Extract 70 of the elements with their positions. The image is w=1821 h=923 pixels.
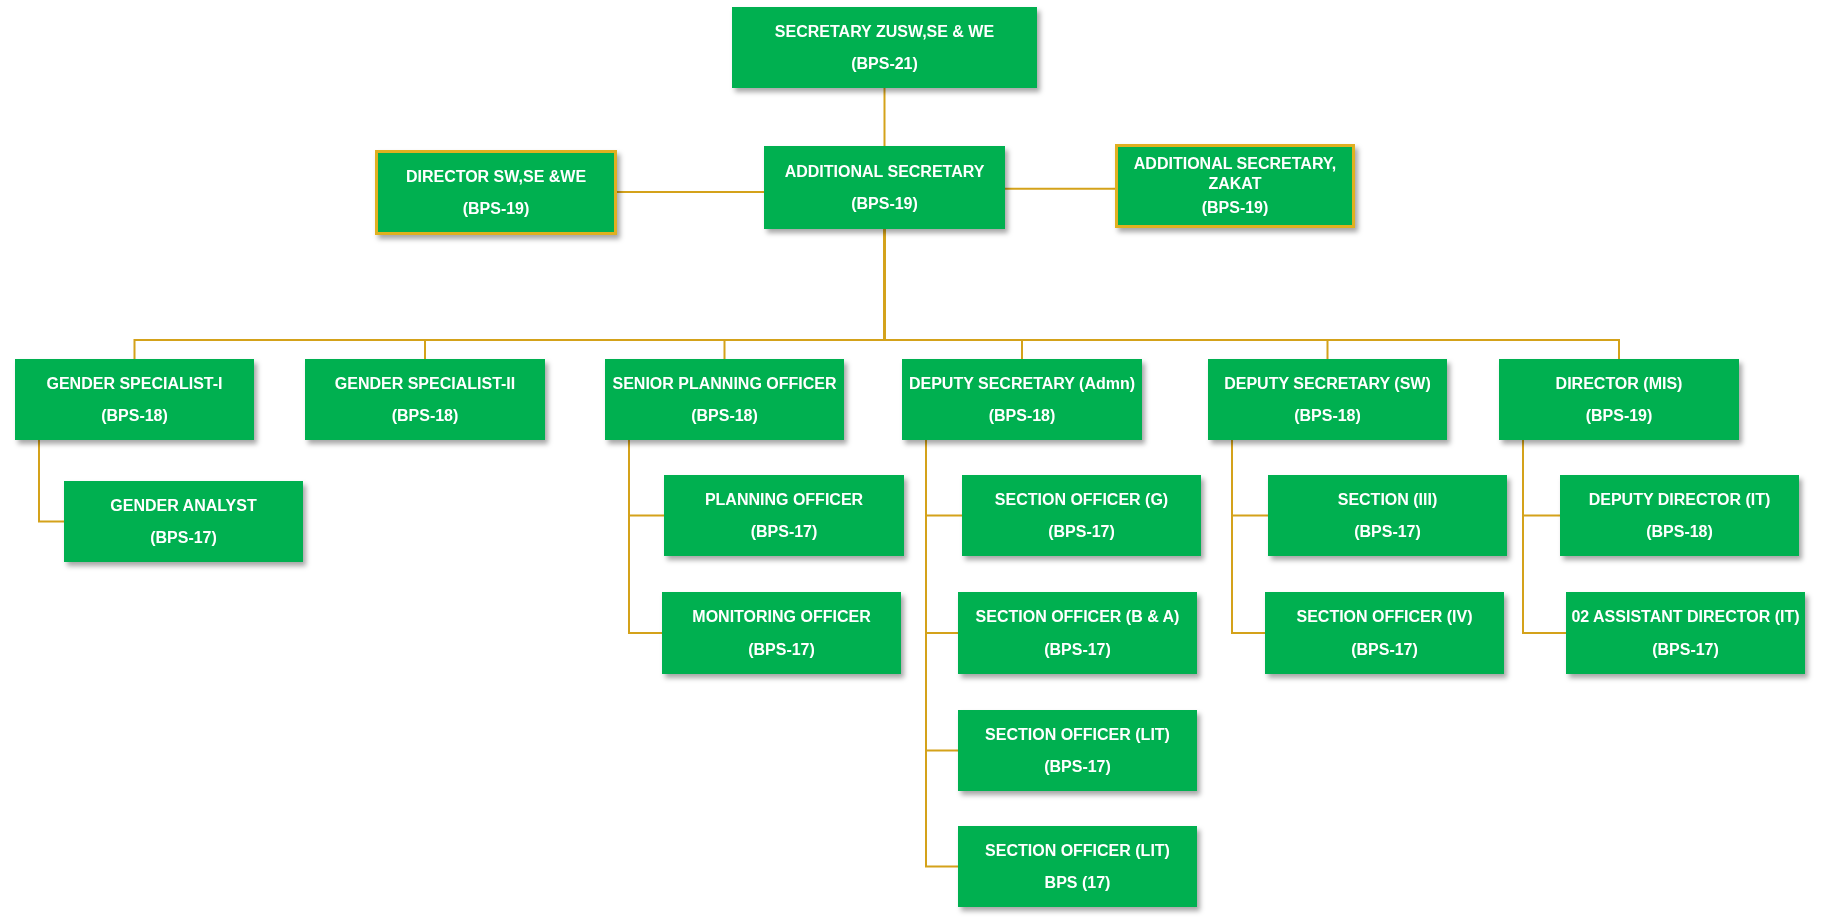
position-title: ADDITIONAL SECRETARY <box>784 161 985 181</box>
pay-scale: (BPS-17) <box>1652 639 1719 659</box>
position-box <box>1265 592 1504 674</box>
connector-line <box>883 87 886 147</box>
position-box <box>1208 359 1447 440</box>
pay-scale: (BPS-17) <box>748 639 815 659</box>
position-box <box>958 592 1197 674</box>
connector-line <box>1522 439 1567 634</box>
pay-scale: (BPS-17) <box>1044 639 1111 659</box>
position-title: SECTION OFFICER (IV) <box>1296 607 1473 627</box>
position-title: DIRECTOR (MIS) <box>1555 373 1683 394</box>
position-box <box>664 475 904 556</box>
position-box <box>1499 359 1739 440</box>
position-title: GENDER SPECIALIST-I <box>46 373 223 394</box>
position-box <box>732 7 1037 88</box>
pay-scale: (BPS-19) <box>1201 198 1269 218</box>
position-box <box>375 150 617 235</box>
pay-scale: (BPS-17) <box>1048 521 1115 542</box>
position-title: DEPUTY SECRETARY (Admn) <box>908 373 1136 394</box>
position-box <box>958 710 1197 791</box>
position-box <box>1268 475 1507 556</box>
position-box <box>962 475 1201 556</box>
connector-line <box>1004 187 1116 190</box>
position-box <box>305 359 545 440</box>
position-title: ADDITIONAL SECRETARY, ZAKAT <box>1132 154 1338 193</box>
position-box <box>764 146 1005 229</box>
pay-scale: (BPS-17) <box>750 521 818 542</box>
pay-scale: (BPS-18) <box>1646 521 1713 542</box>
position-title: DEPUTY SECRETARY (SW) <box>1224 373 1431 394</box>
connector-line <box>616 191 765 193</box>
position-title: SECTION OFFICER (B & A) <box>975 607 1180 627</box>
pay-scale: (BPS-17) <box>150 527 217 548</box>
pay-scale: (BPS-19) <box>1585 405 1653 426</box>
pay-scale: (BPS-21) <box>851 53 918 74</box>
position-title: GENDER ANALYST <box>110 495 257 516</box>
pay-scale: (BPS-18) <box>691 405 758 426</box>
pay-scale: (BPS-18) <box>988 405 1056 426</box>
position-box <box>958 826 1197 907</box>
position-box <box>662 592 901 674</box>
pay-scale: (BPS-17) <box>1044 756 1111 777</box>
position-title: SECRETARY ZUSW,SE & WE <box>774 21 995 42</box>
pay-scale: (BPS-18) <box>101 405 168 426</box>
connector-line <box>628 439 663 634</box>
pay-scale: (BPS-19) <box>851 194 918 214</box>
position-box <box>1560 475 1799 556</box>
position-title: DIRECTOR SW,SE &WE <box>405 167 587 187</box>
connector-line <box>38 439 65 523</box>
position-title: MONITORING OFFICER <box>692 607 871 627</box>
position-box <box>1566 592 1805 674</box>
position-title: 02 ASSISTANT DIRECTOR (IT) <box>1571 607 1800 627</box>
pay-scale: (BPS-19) <box>462 198 530 218</box>
position-title: SECTION OFFICER (LIT) <box>985 724 1170 745</box>
pay-scale: (BPS-18) <box>1294 405 1361 426</box>
position-title: SENIOR PLANNING OFFICER <box>612 373 837 394</box>
position-title: SECTION OFFICER (LIT) <box>985 840 1170 861</box>
position-title: SECTION (III) <box>1337 489 1438 510</box>
position-box <box>64 481 303 562</box>
position-title: SECTION OFFICER (G) <box>994 489 1169 510</box>
connector-line <box>1231 439 1266 634</box>
position-box <box>605 359 844 440</box>
pay-scale: (BPS-17) <box>1354 521 1421 542</box>
pay-scale: BPS (17) <box>1044 872 1111 893</box>
position-title: DEPUTY DIRECTOR (IT) <box>1588 489 1771 510</box>
position-box <box>1115 144 1355 228</box>
position-box <box>15 359 254 440</box>
position-box <box>902 359 1142 440</box>
position-title: GENDER SPECIALIST-II <box>334 373 516 394</box>
pay-scale: (BPS-18) <box>391 405 459 426</box>
position-title: PLANNING OFFICER <box>704 489 864 510</box>
pay-scale: (BPS-17) <box>1351 639 1418 659</box>
